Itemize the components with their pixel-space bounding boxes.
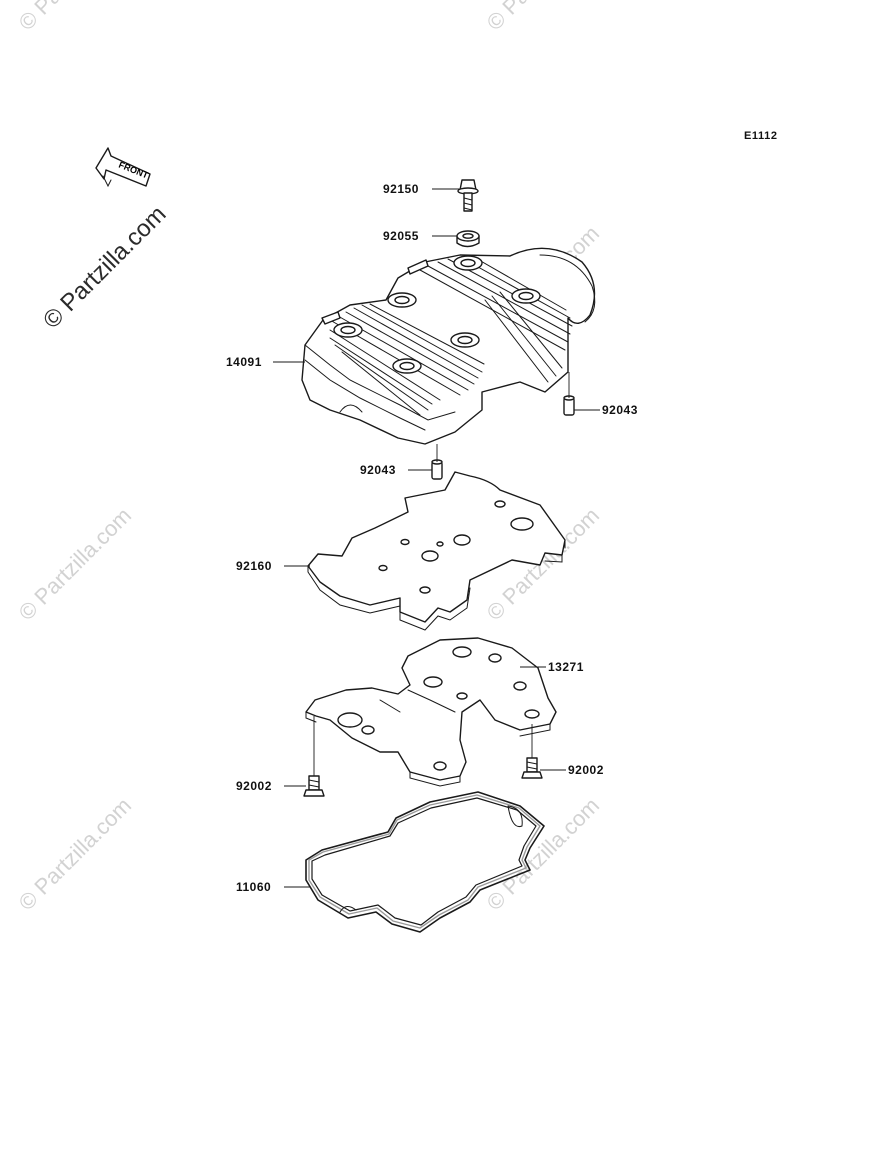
front-arrow-icon: FRONT (95, 147, 151, 188)
gasket-11060 (305, 791, 545, 933)
baffle-plate-13271 (305, 637, 557, 787)
dowel-pin-92043-left (431, 459, 443, 480)
bolt-92002-right (521, 757, 543, 779)
part-label-92043-left: 92043 (360, 463, 396, 477)
grommet-92055 (456, 230, 480, 248)
gasket-92160 (307, 471, 566, 631)
part-label-11060: 11060 (236, 880, 272, 894)
dowel-pin-92043-right (563, 395, 575, 416)
leader-lines (273, 188, 600, 888)
part-label-92043-right: 92043 (602, 403, 638, 417)
bolt-92150 (457, 179, 479, 212)
diagram-code: E1112 (744, 130, 778, 142)
cylinder-head-cover-14091 (301, 247, 596, 445)
part-label-92002-right: 92002 (568, 763, 604, 777)
part-label-92055: 92055 (383, 229, 419, 243)
part-label-14091: 14091 (226, 355, 262, 369)
part-label-13271: 13271 (548, 660, 584, 674)
part-label-92002-left: 92002 (236, 779, 272, 793)
part-label-92150: 92150 (383, 182, 419, 196)
part-label-92160: 92160 (236, 559, 272, 573)
bolt-92002-left (303, 775, 325, 797)
